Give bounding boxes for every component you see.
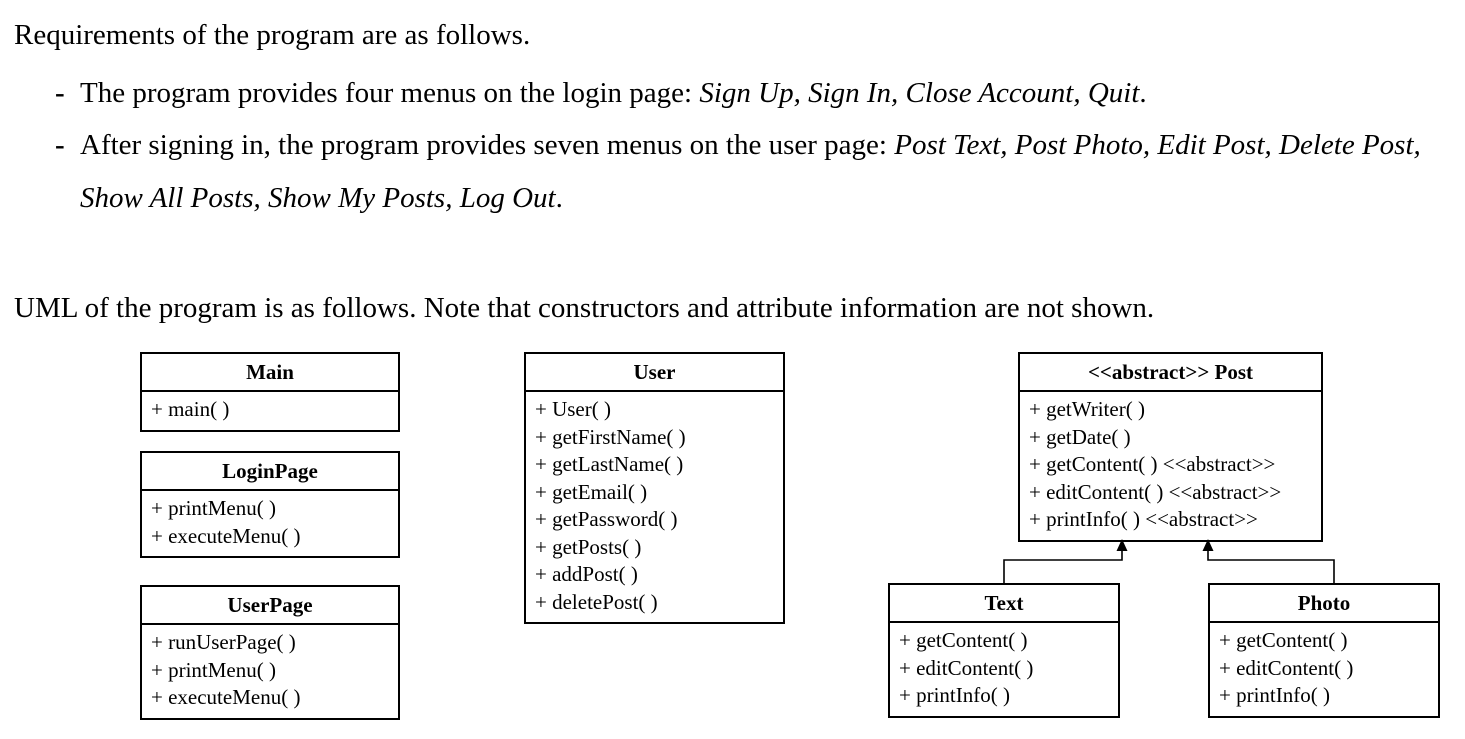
uml-method: + editContent( ) — [899, 655, 1034, 680]
uml-class-box-text: Text + getContent( ) + editContent( ) + … — [888, 583, 1120, 718]
uml-method: + printMenu( ) — [151, 496, 276, 520]
bullet-item-login-menus: The program provides four menus on the l… — [80, 74, 1147, 112]
uml-method: + getContent( ) — [1219, 628, 1348, 652]
uml-method: + printInfo( ) — [1219, 683, 1330, 707]
uml-method: + getContent( ) <<abstract>> — [1029, 452, 1276, 476]
uml-method: + editContent( ) <<abstract>> — [1029, 479, 1282, 504]
uml-method: + main( ) — [151, 397, 230, 421]
uml-method: + runUserPage( ) — [151, 630, 296, 654]
uml-class-title: Photo — [1210, 585, 1438, 623]
inheritance-arrow-text-to-post — [1003, 539, 1128, 583]
bullet-text-period: . — [555, 182, 563, 214]
uml-method-compartment: + main( ) — [142, 392, 398, 430]
uml-method-compartment: + getContent( ) + editContent( ) + print… — [1210, 623, 1438, 716]
uml-class-title: User — [526, 354, 783, 392]
uml-class-title: LoginPage — [142, 453, 398, 491]
bullet-item-user-menus-line1: After signing in, the program provides s… — [80, 126, 1421, 164]
uml-method: + printInfo( ) — [899, 683, 1010, 707]
uml-class-box-user: User + User( ) + getFirstName( ) + getLa… — [524, 352, 785, 624]
uml-method-compartment: + getContent( ) + editContent( ) + print… — [890, 623, 1118, 716]
uml-class-box-userpage: UserPage + runUserPage( ) + printMenu( )… — [140, 585, 400, 720]
uml-class-title: <<abstract>> Post — [1020, 354, 1321, 392]
uml-method: + getPassword( ) — [535, 507, 678, 531]
uml-method: + getFirstName( ) — [535, 424, 686, 449]
uml-class-box-loginpage: LoginPage + printMenu( ) + executeMenu( … — [140, 451, 400, 558]
bullet-dash: - — [55, 77, 65, 109]
uml-class-box-main: Main + main( ) — [140, 352, 400, 432]
bullet-text-italic: Show All Posts, Show My Posts, Log Out — [80, 182, 556, 214]
bullet-dash: - — [55, 129, 65, 161]
uml-method: + editContent( ) — [1219, 655, 1354, 680]
uml-class-title: Text — [890, 585, 1118, 623]
uml-method: + executeMenu( ) — [151, 523, 301, 548]
bullet-text-roman: The program provides four menus on the l… — [80, 77, 700, 109]
uml-method: + addPost( ) — [535, 562, 638, 586]
uml-method: + getLastName( ) — [535, 452, 684, 476]
uml-class-box-photo: Photo + getContent( ) + editContent( ) +… — [1208, 583, 1440, 718]
uml-class-box-post: <<abstract>> Post + getWriter( ) + getDa… — [1018, 352, 1323, 542]
heading-requirements: Requirements of the program are as follo… — [14, 19, 531, 51]
uml-method: + getEmail( ) — [535, 479, 648, 504]
uml-method-compartment: + getWriter( ) + getDate( ) + getContent… — [1020, 392, 1321, 540]
uml-method: + executeMenu( ) — [151, 685, 301, 709]
uml-method-compartment: + runUserPage( ) + printMenu( ) + execut… — [142, 625, 398, 718]
uml-class-title: UserPage — [142, 587, 398, 625]
bullet-item-user-menus-line2: Show All Posts, Show My Posts, Log Out. — [80, 179, 563, 217]
uml-method: + User( ) — [535, 397, 611, 421]
uml-method: + getWriter( ) — [1029, 397, 1145, 421]
uml-method: + printInfo( ) <<abstract>> — [1029, 507, 1258, 531]
uml-method: + getContent( ) — [899, 628, 1028, 652]
uml-method-compartment: + printMenu( ) + executeMenu( ) — [142, 491, 398, 556]
bullet-text-period: . — [1139, 77, 1147, 109]
inheritance-arrow-photo-to-post — [1202, 539, 1335, 583]
uml-method: + printMenu( ) — [151, 657, 276, 682]
uml-method: + getPosts( ) — [535, 534, 642, 559]
uml-method: + getDate( ) — [1029, 424, 1131, 449]
bullet-text-italic: Post Text, Post Photo, Edit Post, Delete… — [894, 129, 1421, 161]
uml-class-title: Main — [142, 354, 398, 392]
uml-method-compartment: + User( ) + getFirstName( ) + getLastNam… — [526, 392, 783, 622]
bullet-text-roman: After signing in, the program provides s… — [80, 129, 895, 161]
uml-method: + deletePost( ) — [535, 589, 658, 614]
bullet-text-italic: Sign Up, Sign In, Close Account, Quit — [699, 77, 1140, 109]
heading-uml: UML of the program is as follows. Note t… — [14, 292, 1155, 324]
